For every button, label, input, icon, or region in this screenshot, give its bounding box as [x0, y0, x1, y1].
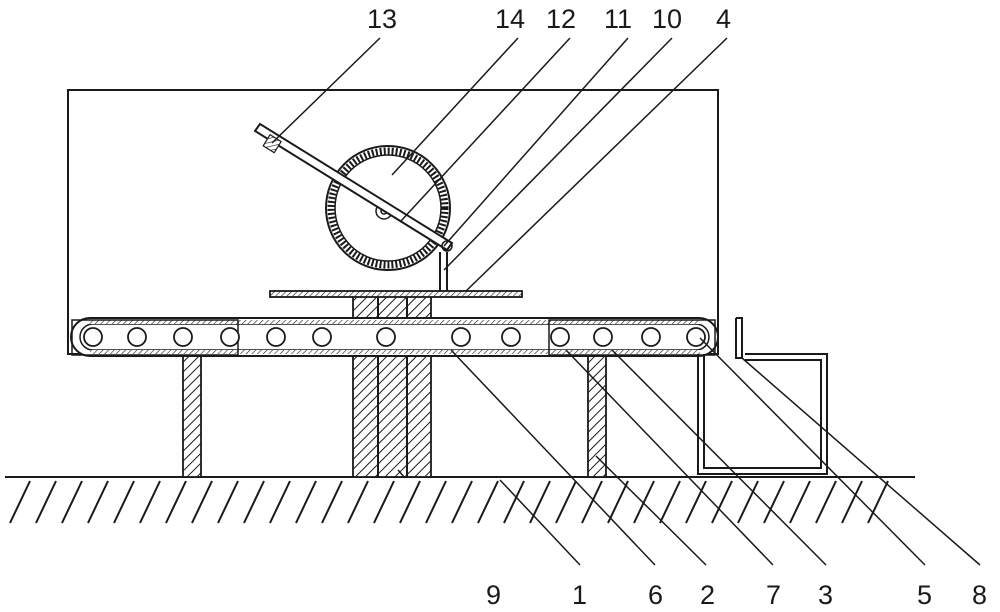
- label-3: 3: [818, 580, 833, 610]
- ground-hatch-line: [191, 480, 213, 524]
- support-leg-right: [587, 353, 607, 478]
- conveyor-roller: [451, 327, 471, 347]
- ground-hatch-line: [347, 480, 369, 524]
- conveyor-roller: [550, 327, 570, 347]
- lever-arm: [253, 122, 454, 291]
- conveyor-roller: [501, 327, 521, 347]
- ground-hatch-line: [139, 480, 161, 524]
- label-6: 6: [648, 580, 663, 610]
- work-table: [269, 290, 523, 298]
- ground-hatch-line: [35, 480, 57, 524]
- label-14: 14: [495, 4, 525, 34]
- ground-hatch-line: [607, 480, 629, 524]
- label-10: 10: [652, 4, 682, 34]
- conveyor-roller: [127, 327, 147, 347]
- ground-hatch-line: [269, 480, 291, 524]
- label-7: 7: [766, 580, 781, 610]
- ground-hatch-line: [789, 480, 811, 524]
- conveyor-belt: [70, 317, 719, 357]
- ground-hatch-line: [633, 480, 655, 524]
- ground-hatch-line: [451, 480, 473, 524]
- label-8: 8: [972, 580, 987, 610]
- ground-hatch-line: [87, 480, 109, 524]
- ground-hatch-line: [815, 480, 837, 524]
- leader-lines: [271, 37, 981, 566]
- ground-hatch-line: [373, 480, 395, 524]
- ground-hatch-line: [61, 480, 83, 524]
- conveyor-roller: [173, 327, 193, 347]
- ground-hatch-line: [711, 480, 733, 524]
- ground-hatch-line: [165, 480, 187, 524]
- belt-guard-right: [548, 319, 716, 356]
- ground-hatch-line: [321, 480, 343, 524]
- ground-hatch-line: [503, 480, 525, 524]
- conveyor-roller: [376, 327, 396, 347]
- ground-hatch-line: [737, 480, 759, 524]
- conveyor-roller: [641, 327, 661, 347]
- ground-hatch-line: [477, 480, 499, 524]
- conveyor-roller: [312, 327, 332, 347]
- label-11: 11: [604, 4, 632, 34]
- ground-hatch-line: [659, 480, 681, 524]
- ground-hatch-line: [243, 480, 265, 524]
- ground: [5, 476, 915, 524]
- ground-hatch-line: [113, 480, 135, 524]
- ground-hatch-line: [841, 480, 863, 524]
- ground-hatch-line: [217, 480, 239, 524]
- ground-hatch-line: [581, 480, 603, 524]
- ground-hatch-line: [399, 480, 421, 524]
- label-9: 9: [486, 580, 501, 610]
- label-1: 1: [572, 580, 587, 610]
- ground-hatch-line: [295, 480, 317, 524]
- label-2: 2: [700, 580, 715, 610]
- label-5: 5: [917, 580, 932, 610]
- ground-hatch-line: [867, 480, 889, 524]
- conveyor-roller: [593, 327, 613, 347]
- support-leg-left: [182, 353, 202, 478]
- part-labels: 13 14 12 11 10 4 9 1 6 2 7 3 5 8: [367, 4, 987, 610]
- ground-hatch-line: [425, 480, 447, 524]
- conveyor-roller: [266, 327, 286, 347]
- label-4: 4: [716, 4, 731, 34]
- conveyor-roller: [686, 327, 706, 347]
- ground-hatch-line: [763, 480, 785, 524]
- ground-hatch-line: [529, 480, 551, 524]
- label-13: 13: [367, 4, 397, 34]
- conveyor-roller: [83, 327, 103, 347]
- ground-hatch-line: [9, 480, 31, 524]
- ground-hatch-line: [555, 480, 577, 524]
- ground-hatch-line: [685, 480, 707, 524]
- label-12: 12: [546, 4, 576, 34]
- conveyor-roller: [220, 327, 240, 347]
